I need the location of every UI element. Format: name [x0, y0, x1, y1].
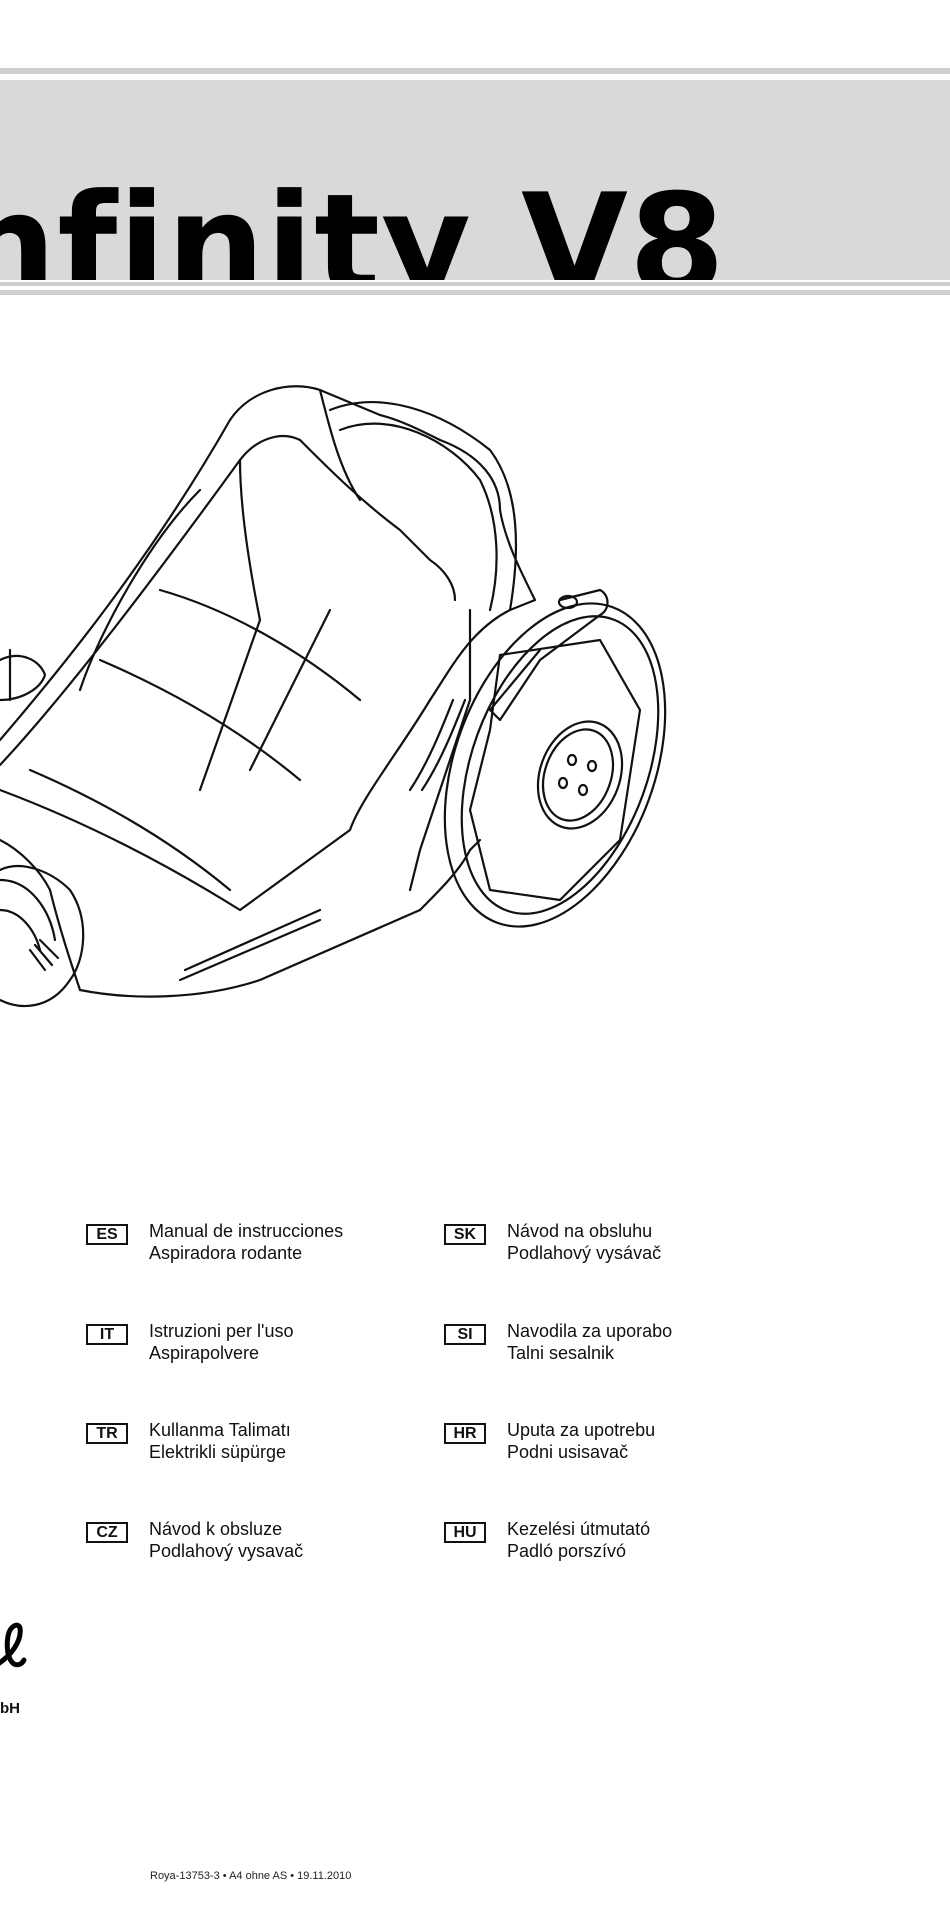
top-rule-outer	[0, 68, 950, 74]
language-manual-title: Návod k obsluze	[149, 1519, 283, 1539]
title-band: nfinity V8	[0, 80, 950, 280]
language-code-badge: CZ	[86, 1522, 128, 1543]
language-code-badge: TR	[86, 1423, 128, 1444]
language-manual-title: Návod na obsluhu	[507, 1221, 653, 1241]
language-manual-title: Uputa za upotrebu	[507, 1420, 656, 1440]
language-manual-title: Kullanma Talimatı	[149, 1420, 291, 1440]
language-product-name: Podlahový vysavač	[149, 1541, 304, 1561]
language-manual-title: Istruzioni per l'uso	[149, 1321, 294, 1341]
brand-logo-icon	[0, 1622, 27, 1668]
language-product-name: Padló porszívó	[507, 1541, 627, 1561]
language-code-badge: HU	[444, 1522, 486, 1543]
language-code-badge: SK	[444, 1224, 486, 1245]
product-title: nfinity V8	[0, 164, 726, 281]
bottom-rule-outer	[0, 290, 950, 295]
language-code-badge: SI	[444, 1324, 486, 1345]
bottom-rule-inner	[0, 282, 950, 286]
vacuum-cleaner-illustration	[0, 385, 667, 1008]
document-footer-code: Roya-13753-3 • A4 ohne AS • 19.11.2010	[150, 1870, 352, 1882]
brand-logo-text: bH	[0, 1700, 20, 1717]
language-product-name: Aspirapolvere	[149, 1343, 260, 1363]
language-code-badge: ES	[86, 1224, 128, 1245]
language-manual-title: Manual de instrucciones	[149, 1221, 344, 1241]
language-code-badge: HR	[444, 1423, 486, 1444]
language-manual-title: Kezelési útmutató	[507, 1519, 651, 1539]
language-product-name: Elektrikli süpürge	[149, 1442, 287, 1462]
language-product-name: Podni usisavač	[507, 1442, 629, 1462]
language-product-name: Aspiradora rodante	[149, 1243, 303, 1263]
language-product-name: Talni sesalnik	[507, 1343, 615, 1363]
language-manual-title: Navodila za uporabo	[507, 1321, 673, 1341]
language-product-name: Podlahový vysávač	[507, 1243, 662, 1263]
language-code-badge: IT	[86, 1324, 128, 1345]
